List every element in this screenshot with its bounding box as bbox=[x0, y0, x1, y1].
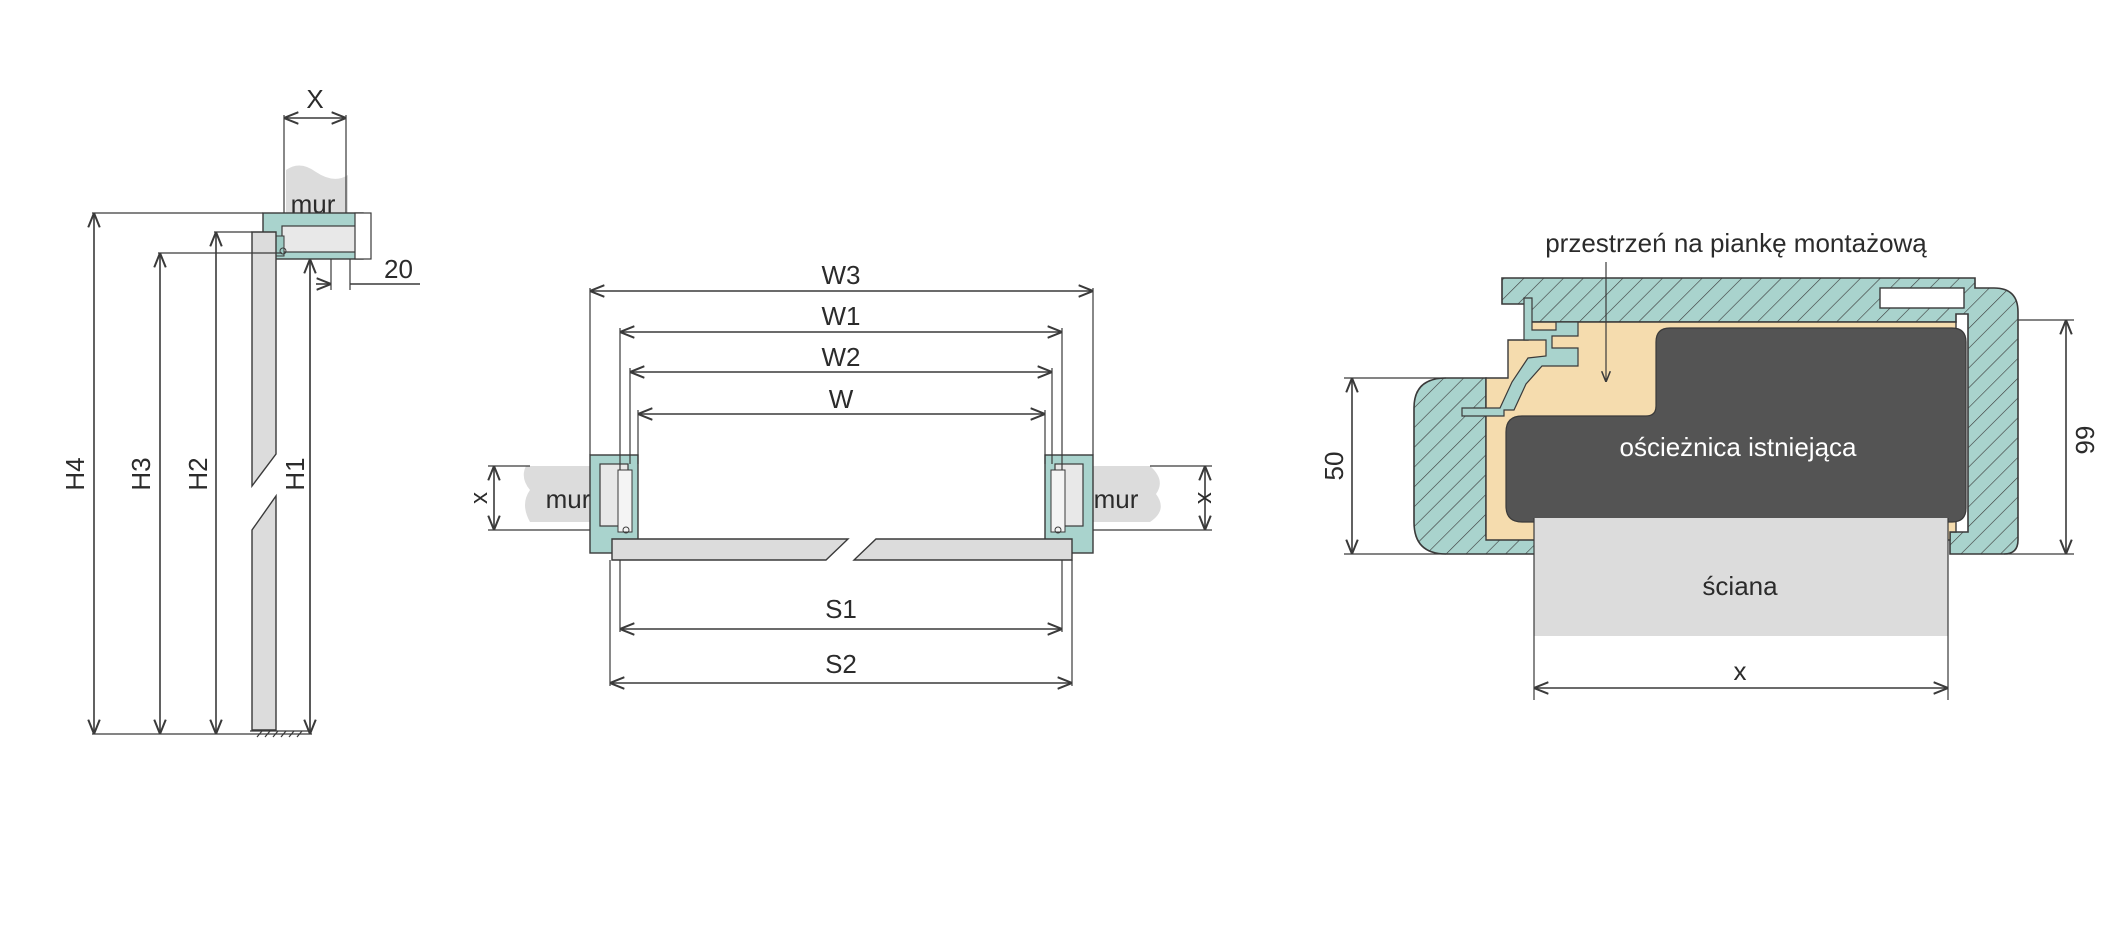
side-door-leaf bbox=[251, 231, 277, 731]
plan-w3-label: W3 bbox=[822, 260, 861, 290]
detail-wall bbox=[1534, 518, 1948, 636]
plan-frame-right bbox=[1044, 454, 1094, 554]
detail-existing-frame-label: ościeżnica istniejąca bbox=[1619, 432, 1857, 462]
detail-foam-label: przestrzeń na piankę montażową bbox=[1545, 228, 1927, 258]
detail-x-label: x bbox=[1734, 656, 1747, 686]
plan-view: mur mur bbox=[466, 260, 1219, 686]
detail-existing-frame bbox=[1505, 327, 1967, 523]
plan-frame-left bbox=[589, 454, 639, 554]
plan-s2-label: S2 bbox=[825, 649, 857, 679]
detail-wall-label: ściana bbox=[1702, 571, 1778, 601]
detail-view: ościeżnica istniejąca ściana przestrzeń … bbox=[1319, 228, 2100, 700]
plan-x-right-label: x bbox=[1192, 492, 1219, 504]
plan-door-leaf bbox=[611, 538, 1073, 561]
plan-x-left-label: x bbox=[466, 492, 493, 504]
side-h1-label: H1 bbox=[280, 457, 310, 490]
plan-wall-left bbox=[523, 466, 602, 522]
plan-w2-label: W2 bbox=[822, 342, 861, 372]
side-x-label: X bbox=[306, 84, 323, 114]
plan-w1-label: W1 bbox=[822, 301, 861, 331]
side-h4-label: H4 bbox=[60, 457, 90, 490]
plan-w-label: W bbox=[829, 384, 854, 414]
plan-wall-right bbox=[1080, 466, 1161, 522]
plan-mur-right-label: mur bbox=[1094, 484, 1139, 514]
side-h3-label: H3 bbox=[126, 457, 156, 490]
side-20-label: 20 bbox=[384, 254, 413, 284]
plan-mur-left-label: mur bbox=[546, 484, 591, 514]
detail-66-label: 66 bbox=[2070, 426, 2100, 455]
detail-50-label: 50 bbox=[1319, 452, 1349, 481]
side-frame-profile bbox=[262, 212, 372, 260]
side-view: mur X H4 bbox=[60, 84, 420, 738]
side-h2-label: H2 bbox=[183, 457, 213, 490]
detail-clip-profile bbox=[1461, 297, 1579, 417]
plan-s1-label: S1 bbox=[825, 594, 857, 624]
